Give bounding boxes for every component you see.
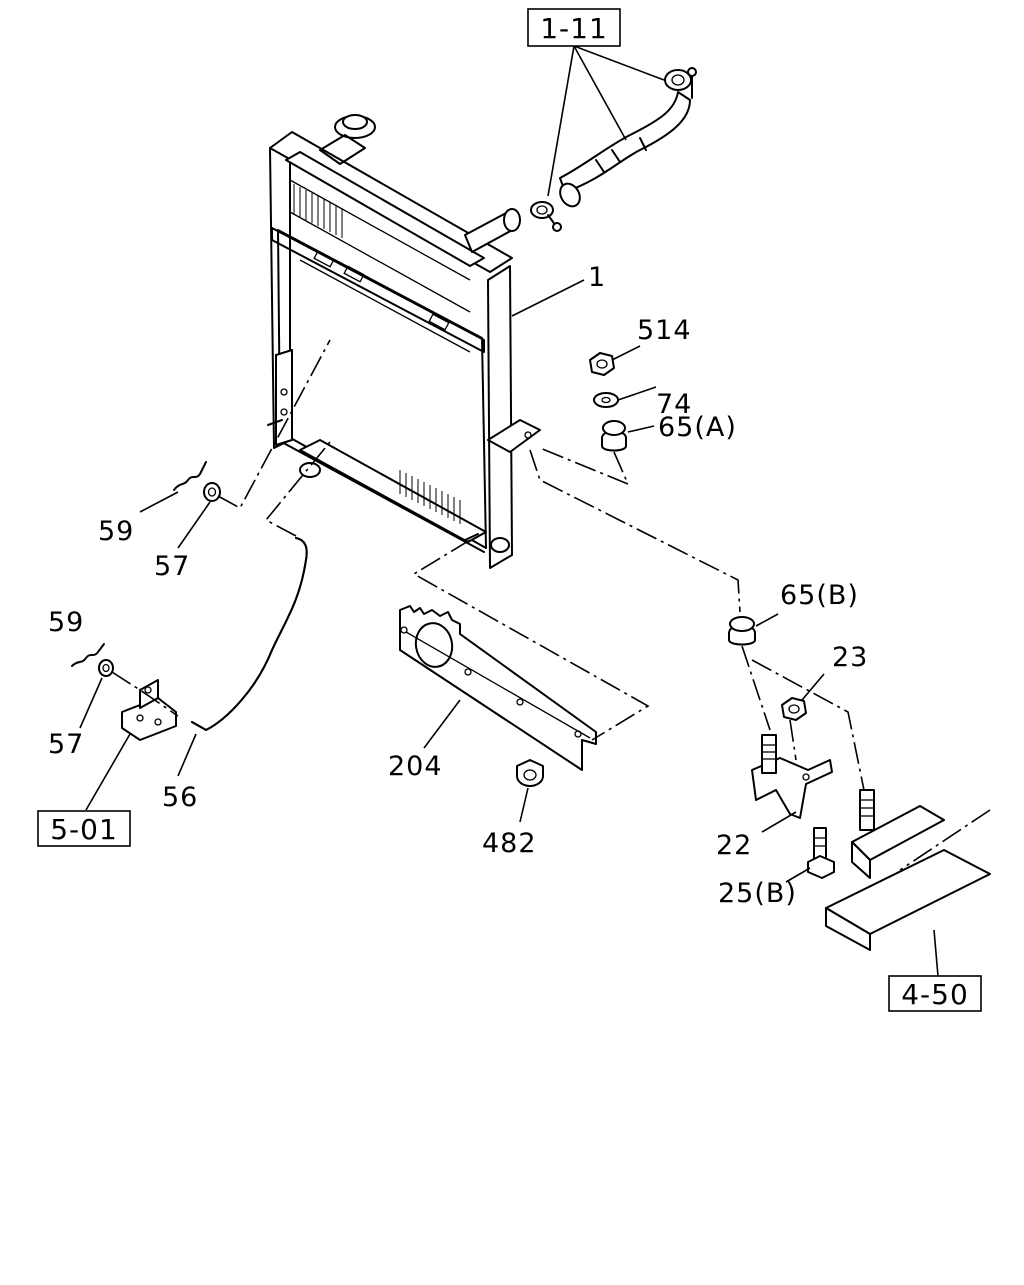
clip-59-lower [71, 643, 105, 667]
callout-482: 482 [482, 828, 537, 859]
ref-box-4-50: 4-50 [888, 975, 982, 1012]
callout-65b: 65(B) [780, 580, 859, 611]
cushion-65a [601, 420, 627, 452]
hose-clamp-upper [664, 67, 697, 99]
radiator-cap [319, 114, 376, 165]
ref-label-5-01: 5-01 [50, 813, 118, 846]
nut-514 [589, 352, 615, 376]
drain-hose-56 [191, 537, 308, 731]
callout-1: 1 [588, 262, 606, 293]
hose-clamp-lower [530, 201, 562, 232]
callout-57-lower: 57 [48, 729, 84, 760]
washer-57-upper [203, 482, 221, 502]
shroud-plate-204 [399, 605, 597, 771]
callout-59-lower: 59 [48, 607, 84, 638]
bracket-22 [751, 734, 833, 819]
washer-74 [593, 392, 619, 408]
upper-fins [293, 184, 343, 238]
callout-59-upper: 59 [98, 516, 134, 547]
bracket-plate [121, 679, 177, 741]
callout-22: 22 [716, 830, 752, 861]
callout-65a: 65(A) [658, 412, 737, 443]
callout-74: 74 [656, 389, 692, 420]
callout-56: 56 [162, 782, 198, 813]
nut-23 [781, 697, 807, 721]
lower-fins [399, 470, 461, 524]
radiator-assembly [267, 114, 541, 569]
callout-514: 514 [637, 315, 692, 346]
clip-59-upper [173, 461, 207, 491]
upper-outlet-pipe [464, 208, 521, 253]
callout-204: 204 [388, 751, 443, 782]
nut-482 [516, 759, 544, 787]
washer-57-lower [98, 659, 114, 677]
chassis-frame-4-50 [825, 789, 991, 951]
ref-label-4-50: 4-50 [901, 978, 969, 1011]
cushion-65b [728, 616, 756, 646]
ref-box-1-11: 1-11 [527, 8, 621, 47]
callout-25b: 25(B) [718, 878, 797, 909]
bolt-25b [807, 827, 835, 879]
ref-box-5-01: 5-01 [37, 810, 131, 847]
callout-23: 23 [832, 642, 868, 673]
callout-57-upper: 57 [154, 551, 190, 582]
upper-hose-group [530, 67, 697, 232]
ref-label-1-11: 1-11 [540, 12, 608, 45]
